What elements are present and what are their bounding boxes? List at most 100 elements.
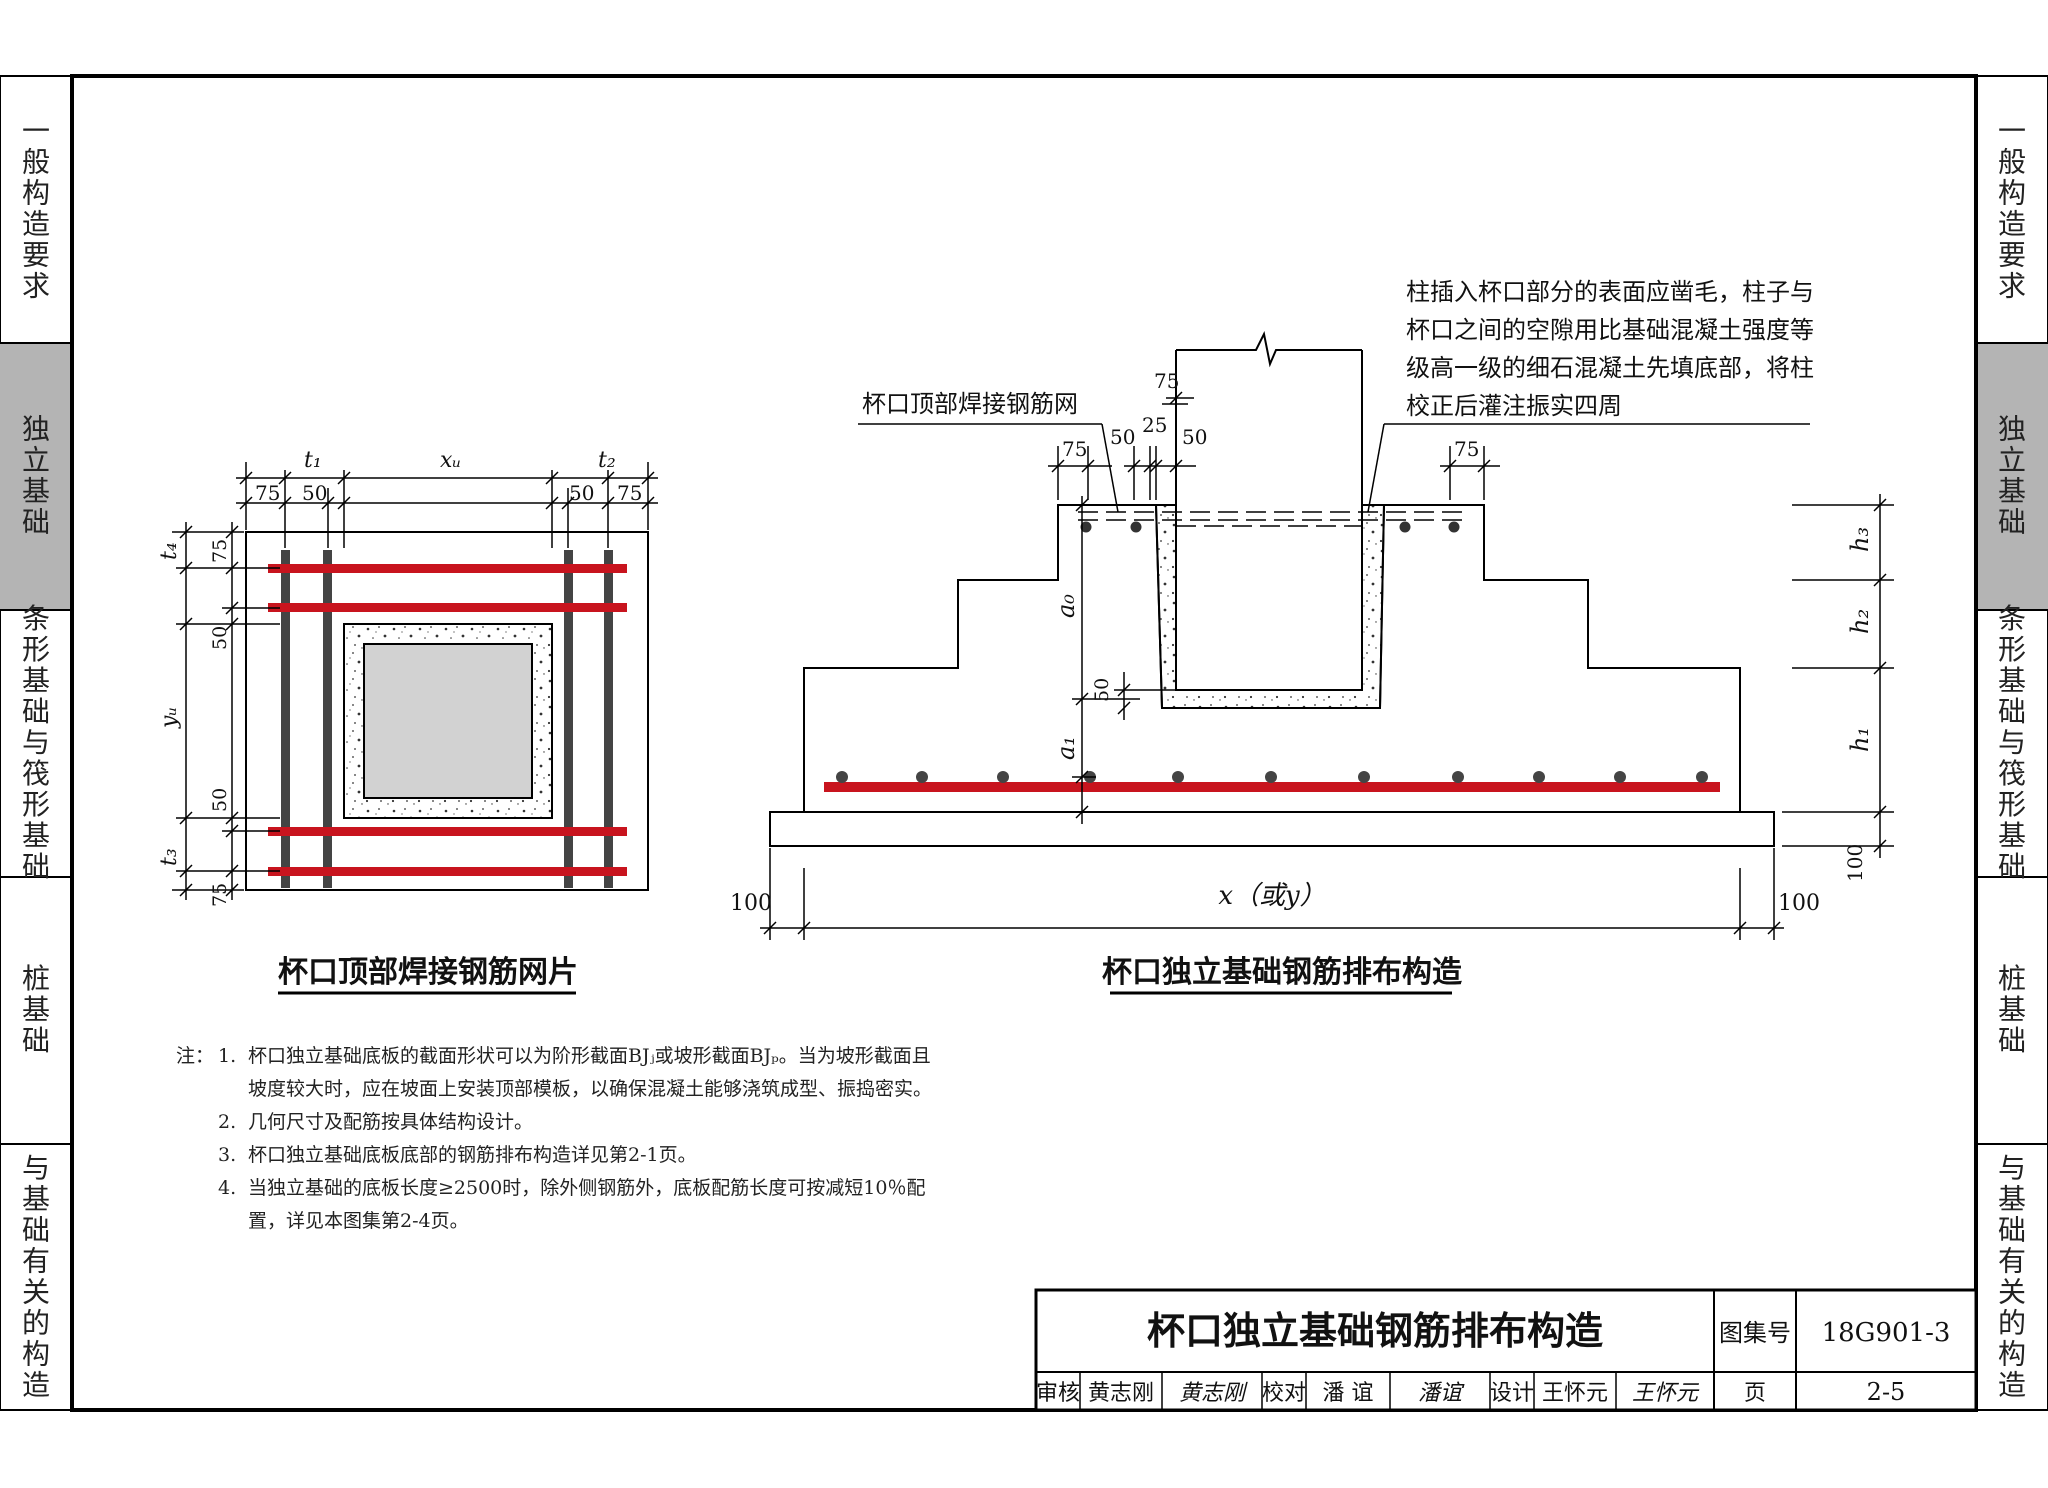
title-block-title: 杯口独立基础钢筋排布构造: [1147, 1308, 1603, 1353]
mesh-bar: [281, 550, 290, 888]
note-item: 3. 杯口独立基础底板底部的钢筋排布构造详见第2-1页。: [176, 1139, 976, 1172]
note-item: 注： 1. 杯口独立基础底板的截面形状可以为阶形截面BJⱼ或坡形截面BJₚ。当为…: [176, 1040, 976, 1073]
side-tab-5[interactable]: 与基础有关的构造: [22, 1152, 50, 1402]
side-tab-3[interactable]: 条形基础与筏形基础: [22, 602, 50, 883]
dim-50: 50: [1110, 425, 1135, 449]
mesh-horizontal-bars: [268, 564, 627, 876]
note-item: 4. 当独立基础的底板长度≥2500时，除外侧钢筋外，底板配筋长度可按减短10％…: [176, 1172, 976, 1205]
note-number: 3.: [218, 1144, 237, 1166]
callout-note-line: 柱插入杯口部分的表面应凿毛，柱子与: [1406, 278, 1814, 306]
dim-75: 75: [209, 883, 231, 907]
notes-block: 注： 1. 杯口独立基础底板的截面形状可以为阶形截面BJⱼ或坡形截面BJₚ。当为…: [176, 1040, 976, 1238]
check-label: 校对: [1262, 1381, 1306, 1406]
left-top-dim-labels: t₁ xᵤ t₂ 75 50 50 75: [255, 448, 642, 505]
dim-100: 100: [730, 891, 772, 916]
mesh-bar: [323, 550, 332, 888]
dim-50: 50: [1182, 425, 1207, 449]
callout-note-line: 杯口之间的空隙用比基础混凝土强度等: [1406, 316, 1814, 344]
dim-a0: a₀: [1052, 594, 1080, 618]
dim-100: 100: [1843, 844, 1867, 882]
mesh-bar: [564, 550, 573, 888]
note-text: 置，详见本图集第2-4页。: [248, 1210, 469, 1232]
note-number: 1.: [218, 1045, 237, 1067]
right-figure: 75 50 25 50 75 75 a₀ a₁ 50: [730, 278, 1894, 995]
note-number: 2.: [218, 1111, 237, 1133]
side-tab-1[interactable]: 一般构造要求: [1998, 115, 2026, 303]
left-side-dimensions: [172, 522, 280, 900]
side-tabs-right: [1975, 75, 2048, 1411]
page-label: 页: [1744, 1381, 1766, 1406]
dim-50: 50: [302, 481, 327, 505]
right-height-dimensions: [1782, 494, 1894, 858]
dim-50: 50: [209, 626, 231, 650]
note-text: 杯口独立基础底板底部的钢筋排布构造详见第2-1页。: [248, 1144, 697, 1166]
mesh-bar-section: [1080, 521, 1092, 533]
mesh-rebar: [268, 867, 627, 876]
callout-note: 柱插入杯口部分的表面应凿毛，柱子与 杯口之间的空隙用比基础混凝土强度等 级高一级…: [1406, 278, 1814, 420]
checker-signature: 潘谊: [1418, 1381, 1465, 1406]
mesh-rebar: [268, 827, 627, 836]
mesh-bar: [604, 550, 613, 888]
dim-100: 100: [1778, 891, 1820, 916]
side-tab-active-bg: [0, 343, 72, 610]
callout-mesh: 杯口顶部焊接钢筋网: [862, 390, 1078, 418]
cup-top-mesh: [1078, 511, 1466, 533]
note-number: 4.: [218, 1177, 237, 1199]
dim-50: 50: [209, 788, 231, 812]
dim-h3: h₃: [1846, 527, 1874, 552]
dim-75: 75: [1454, 437, 1479, 461]
dim-t1: t₁: [304, 448, 322, 473]
bottom-rebar-sections: [836, 771, 1708, 783]
right-left-vertical-dimensions: [1072, 496, 1180, 824]
mesh-vertical-bars: [281, 550, 613, 888]
left-side-dim-labels: t₄ yᵤ t₃ 75 50 50 75: [157, 539, 231, 907]
dim-75: 75: [617, 481, 642, 505]
side-tab-4[interactable]: 桩基础: [1998, 962, 2026, 1057]
right-top-dimensions: [1048, 390, 1500, 500]
dim-75: 75: [1062, 437, 1087, 461]
dim-a1: a₁: [1052, 736, 1080, 760]
dim-xu: xᵤ: [440, 448, 461, 473]
side-tab-3[interactable]: 条形基础与筏形基础: [1998, 602, 2026, 883]
dim-t3: t₃: [157, 848, 182, 866]
atlas-number: 18G901-3: [1822, 1318, 1951, 1348]
mesh-rebar: [268, 564, 627, 573]
side-tab-4[interactable]: 桩基础: [22, 962, 50, 1057]
right-top-dim-labels: 75 50 25 50 75 75: [1062, 369, 1479, 461]
mesh-bar-section: [1130, 521, 1142, 533]
design-label: 设计: [1490, 1381, 1534, 1406]
dim-75: 75: [209, 539, 231, 563]
side-tabs-left: [0, 75, 73, 1411]
page-number: 2-5: [1867, 1378, 1906, 1406]
side-tab-5[interactable]: 与基础有关的构造: [1998, 1152, 2026, 1402]
bottom-rebar: [824, 782, 1720, 792]
break-line: [1176, 330, 1362, 368]
left-figure: t₁ xᵤ t₂ 75 50 50 75: [157, 448, 658, 995]
right-left-dim-labels: a₀ a₁ 50: [1052, 594, 1113, 760]
mesh-rebar: [268, 603, 627, 612]
callout-note-line: 校正后灌注振实四周: [1406, 392, 1622, 420]
mesh-bar-section: [1448, 521, 1460, 533]
designer-name: 王怀元: [1542, 1381, 1608, 1406]
side-tab-active-bg: [1976, 343, 2048, 610]
side-tab-2[interactable]: 独立基础: [22, 413, 50, 539]
mesh-bar-section: [1399, 521, 1411, 533]
checker-name: 潘 谊: [1323, 1381, 1374, 1406]
left-top-dimensions: [236, 462, 658, 548]
dim-t2: t₂: [598, 448, 616, 473]
note-text: 杯口独立基础底板的截面形状可以为阶形截面BJⱼ或坡形截面BJₚ。当为坡形截面且: [248, 1045, 931, 1067]
dim-75: 75: [255, 481, 280, 505]
right-height-labels: h₃ h₂ h₁ 100: [1843, 527, 1874, 882]
dim-h2: h₂: [1846, 609, 1874, 634]
right-figure-caption: 杯口独立基础钢筋排布构造: [1102, 955, 1462, 990]
right-bottom-dimensions: [760, 848, 1784, 940]
reviewer-signature: 黄志刚: [1179, 1381, 1248, 1406]
note-text: 几何尺寸及配筋按具体结构设计。: [248, 1111, 534, 1133]
dim-t4: t₄: [157, 542, 182, 560]
dim-h1: h₁: [1846, 727, 1874, 752]
callout-note-line: 级高一级的细石混凝土先填底部，将柱: [1406, 354, 1814, 382]
side-tab-1[interactable]: 一般构造要求: [22, 115, 50, 303]
side-tab-2[interactable]: 独立基础: [1998, 413, 2026, 539]
review-label: 审核: [1036, 1381, 1080, 1406]
